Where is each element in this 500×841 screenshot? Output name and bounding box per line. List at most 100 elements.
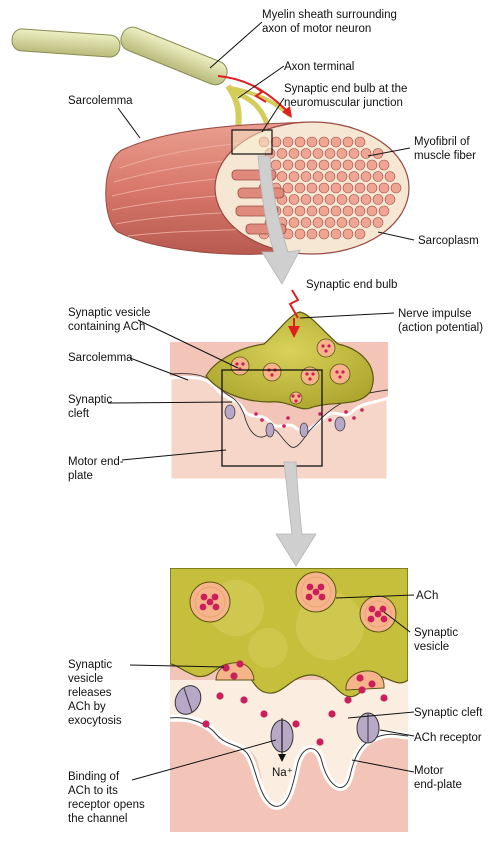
- myofibril-circle: [282, 159, 294, 171]
- ach-molecule-in-vesicle: [211, 593, 219, 601]
- myofibril-circle: [288, 171, 300, 182]
- myofibril-circle: [300, 217, 312, 228]
- ach-molecule-in-vesicle: [368, 605, 376, 613]
- na-flow-arrowhead: [278, 754, 286, 762]
- ach-molecule-in-vesicle: [306, 583, 314, 591]
- ach-molecule-in-vesicle: [380, 615, 388, 623]
- label-cleft-mid-line1: Synaptic: [68, 394, 112, 406]
- ach-molecule-mid: [294, 399, 298, 403]
- muscle-fiber-illustration: [11, 26, 410, 255]
- label-sarcoplasm: Sarcoplasm: [418, 235, 479, 247]
- label-binding-line3: receptor opens: [68, 799, 145, 811]
- myofibril-circle: [270, 159, 282, 171]
- label-releases-line5: exocytosis: [68, 715, 122, 727]
- myofibril-circle: [378, 182, 390, 194]
- ach-molecule-mid-cleft: [282, 424, 286, 428]
- ach-molecule-mid: [327, 344, 331, 348]
- ach-receptor-group: [174, 685, 380, 762]
- myofibril-circle: [318, 228, 330, 240]
- label-nerve-impulse-line1: Nerve impulse: [398, 308, 472, 320]
- myofibril-circle: [312, 194, 324, 205]
- ach-receptor-mid: [265, 422, 275, 438]
- ach-receptor-mid: [224, 404, 236, 420]
- myofibril-circle: [282, 205, 294, 217]
- ach-molecule-mid-cleft: [352, 416, 356, 420]
- myofibril-circle: [348, 148, 360, 159]
- label-sarcolemma-mid: Sarcolemma: [68, 352, 133, 364]
- leader-lines: [107, 21, 415, 781]
- label-motor-endplate-mid-line1: Motor end-: [68, 456, 124, 468]
- myofibril-circle: [366, 159, 378, 171]
- ach-molecule-mid-cleft: [318, 412, 322, 416]
- ach-molecule-bottom: [356, 674, 364, 682]
- impulse-arrow: [217, 75, 289, 113]
- myofibril-circle: [294, 228, 306, 240]
- myofibril-circle: [390, 182, 402, 194]
- label-end-bulb-nmj-line1: Synaptic end bulb at the: [284, 83, 407, 95]
- myofibril-circle: [294, 136, 306, 148]
- myofibril-circle: [324, 171, 336, 182]
- ach-molecule-in-vesicle: [367, 615, 375, 623]
- myelin-segment: [120, 26, 228, 86]
- myofibril-circle: [336, 171, 348, 182]
- ach-molecule-mid: [324, 349, 328, 353]
- synaptic-vesicle-mid: [300, 366, 320, 386]
- ach-molecule-bottom: [216, 692, 224, 700]
- myofibril-circle: [336, 217, 348, 228]
- synaptic-vesicle-mid: [262, 362, 282, 382]
- axon-terminal-branch: [228, 87, 271, 129]
- myofibril-circle: [348, 171, 360, 182]
- myofibril-circle: [372, 171, 384, 182]
- label-myofibril-line1: Myofibril of: [414, 136, 470, 148]
- myofibril-circle: [300, 171, 312, 182]
- myofibril-circle: [330, 228, 342, 240]
- myofibril-circle: [354, 136, 366, 148]
- myofibril-circle: [348, 194, 360, 205]
- synapse-zoom-box: [221, 369, 323, 467]
- ach-molecule-mid-cleft: [344, 410, 348, 414]
- myofibril-circle: [384, 171, 396, 182]
- synapse-bottom-illustration: [170, 568, 408, 832]
- myofibril-circle: [348, 217, 360, 228]
- label-axon-terminal: Axon terminal: [284, 61, 354, 73]
- ach-receptor-mid: [299, 422, 309, 438]
- ach-molecule-bottom: [260, 710, 268, 718]
- myofibril-circle: [288, 217, 300, 228]
- myofibril-circle: [354, 159, 366, 171]
- ach-molecule-in-vesicle: [317, 583, 325, 591]
- label-releases-line2: vesicle: [68, 673, 103, 685]
- myofibril-circle: [342, 136, 354, 148]
- label-nerve-impulse-line2: (action potential): [398, 322, 483, 334]
- ach-molecule-bottom: [202, 720, 210, 728]
- labels: Myelin sheath surrounding axon of motor …: [68, 9, 483, 825]
- ach-molecule-in-vesicle: [318, 593, 326, 601]
- ach-molecule-bottom: [328, 710, 336, 718]
- ach-molecule-mid: [311, 372, 315, 376]
- ach-molecule-in-vesicle: [374, 610, 382, 618]
- label-myofibril-line2: muscle fiber: [414, 150, 476, 162]
- ach-molecule-in-vesicle: [379, 605, 387, 613]
- impulse-bolt: [253, 85, 267, 103]
- ach-molecule-mid: [335, 370, 339, 374]
- zoom-arrow-1: [257, 155, 301, 285]
- sarcolemma-mid-fold: [168, 375, 390, 482]
- ach-molecule-mid: [305, 372, 309, 376]
- myofibril-circle: [330, 182, 342, 194]
- myofibril-circle: [312, 148, 324, 159]
- myofibril-circle: [330, 159, 342, 171]
- ach-molecule-bottom: [222, 664, 230, 672]
- label-motor-endplate-bottom-line2: end-plate: [414, 779, 462, 791]
- ach-molecule-mid: [341, 370, 345, 374]
- impulse-arrowhead: [282, 106, 292, 118]
- ach-molecule-mid: [338, 375, 342, 379]
- myofibril-circle: [342, 182, 354, 194]
- myofibril-circle: [366, 205, 378, 217]
- bottom-ach-molecules: [202, 660, 388, 746]
- vesicle-inner-ring: [194, 586, 226, 618]
- ach-molecule-mid: [308, 377, 312, 381]
- ach-molecule-mid: [291, 394, 295, 398]
- myofibril-circle: [372, 194, 384, 205]
- myofibril-circle: [318, 136, 330, 148]
- myofibril-circle: [330, 136, 342, 148]
